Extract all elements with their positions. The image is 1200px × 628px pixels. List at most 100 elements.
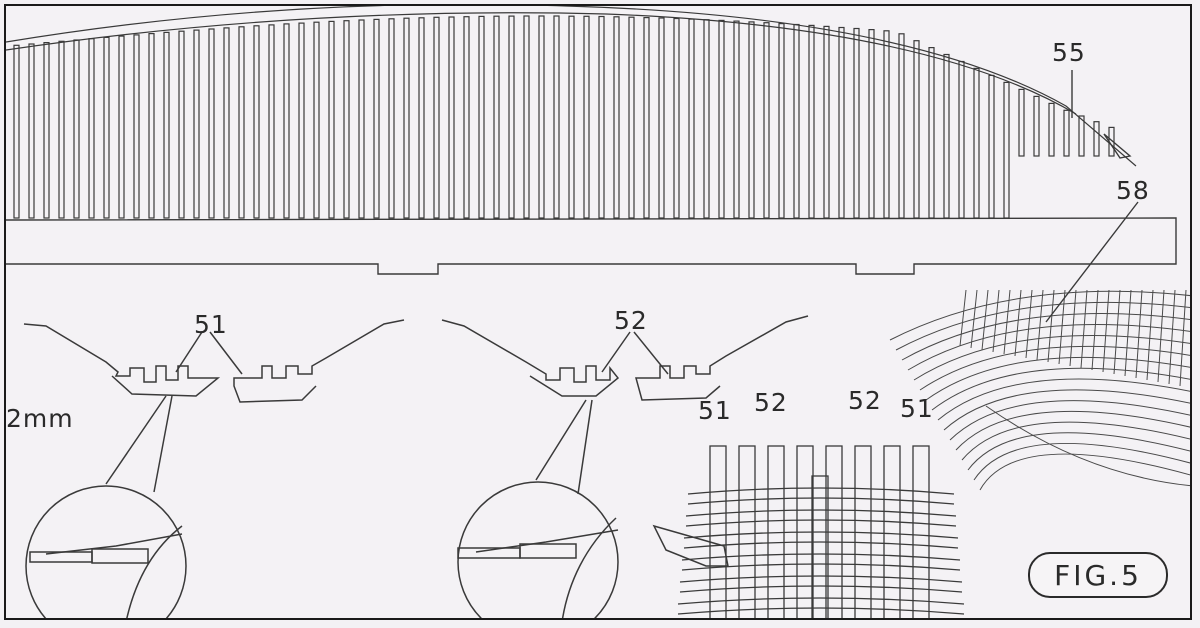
hull-rib	[133, 34, 140, 219]
hull-frame-top	[992, 289, 1000, 353]
hull-plank	[907, 324, 1190, 371]
hull-rib	[838, 26, 845, 219]
hull-rib	[853, 27, 860, 219]
hull-frame-top	[1102, 289, 1110, 373]
hull-rib	[988, 74, 995, 219]
hull-rib	[763, 22, 770, 219]
hull-rib	[613, 16, 620, 219]
hull-rib	[1093, 121, 1100, 157]
keel-strip	[6, 217, 1177, 275]
hull-frame-top	[1191, 290, 1192, 388]
hull-plank	[931, 367, 1190, 411]
figure-label: FIG.5	[1028, 552, 1168, 598]
thickness-label: 2mm	[6, 404, 74, 433]
hull-plank	[967, 432, 1190, 471]
part-58-label: 58	[1116, 176, 1150, 205]
hull-rib	[163, 31, 170, 219]
part-52-label: 52	[614, 306, 648, 335]
hull-rib	[313, 21, 320, 219]
hull-plank	[937, 378, 1190, 421]
hull-rib	[928, 46, 935, 219]
hull-rib	[1063, 109, 1070, 157]
hull-rib	[478, 15, 485, 219]
frame-post	[767, 445, 785, 618]
hull-rib	[898, 33, 905, 219]
hull-rib	[223, 27, 230, 219]
hull-rib	[178, 30, 185, 219]
hull-sheer-line	[6, 6, 1137, 167]
hull-plank	[913, 335, 1190, 381]
frame-51-right-label: 51	[900, 394, 934, 423]
hull-rib	[1003, 81, 1010, 219]
bulkhead-51-drawing	[23, 319, 405, 618]
frame-stringer	[683, 531, 959, 539]
hull-rib	[58, 40, 65, 219]
hull-frame-top	[1036, 289, 1044, 361]
hull-rib	[553, 15, 560, 219]
hull-rib	[823, 25, 830, 219]
hull-frame-top	[1003, 289, 1011, 355]
hull-frame-top	[1047, 289, 1055, 363]
hull-ribs	[6, 6, 1137, 219]
hull-rib	[253, 25, 260, 219]
hull-rib	[733, 20, 740, 219]
hull-rib	[1033, 95, 1040, 157]
hull-rib	[43, 41, 50, 219]
hull-frame-top	[1080, 289, 1088, 369]
hull-rib	[358, 19, 365, 219]
hull-frame-top	[970, 289, 978, 349]
frame-stringer	[681, 553, 961, 561]
hull-frame-top	[1113, 289, 1121, 375]
hull-rib	[283, 23, 290, 219]
part-55-label: 55	[1052, 38, 1086, 67]
hull-rib	[103, 36, 110, 219]
hull-frame-top	[1124, 289, 1132, 377]
hull-rib	[373, 18, 380, 219]
hull-frame-top	[981, 289, 989, 351]
hull-rib	[238, 26, 245, 219]
hull-frame-top	[1135, 289, 1143, 379]
hull-rib	[673, 17, 680, 219]
hull-plank	[889, 290, 1190, 341]
hull-plank	[949, 400, 1190, 441]
frame-assembly	[677, 445, 965, 618]
hull-plank	[901, 312, 1190, 361]
frame-stringer	[685, 509, 957, 517]
hull-sheer-inner	[6, 12, 1077, 115]
part-51-label: 51	[194, 310, 228, 339]
hull-rib	[748, 21, 755, 219]
hull-rib	[1018, 88, 1025, 157]
hull-rib	[328, 20, 335, 219]
hull-rib	[448, 16, 455, 219]
frame-stringer	[685, 519, 957, 527]
frame-post	[912, 445, 930, 618]
frame-stringer	[679, 575, 963, 583]
frame-stringer	[681, 563, 961, 571]
hull-plank	[973, 442, 1190, 481]
hull-rib	[508, 15, 515, 219]
hull-frame-top	[1146, 289, 1154, 381]
hull-rib	[523, 15, 530, 219]
frame-stringer	[683, 541, 959, 549]
hull-rib	[28, 43, 35, 219]
hull-rib	[973, 67, 980, 219]
hull-keel-curve	[985, 405, 1190, 487]
frame-51-left-label: 51	[698, 396, 732, 425]
bulkhead-52-drawing	[441, 315, 809, 618]
frame-stringer	[679, 585, 963, 593]
hull-rib	[583, 15, 590, 219]
hull-rib	[73, 39, 80, 219]
frame-keel	[811, 475, 829, 618]
hull-plank	[979, 453, 1190, 491]
technical-drawing	[6, 6, 1192, 618]
hull-frame-top	[959, 289, 967, 347]
hull-rib	[913, 40, 920, 219]
hull-rib	[88, 38, 95, 219]
frame-stringer	[677, 597, 965, 605]
hull-frame-top	[1025, 289, 1033, 359]
hull-rib	[538, 15, 545, 219]
hull-rib	[688, 18, 695, 219]
frame-post	[854, 445, 872, 618]
hull-plank	[955, 410, 1190, 451]
